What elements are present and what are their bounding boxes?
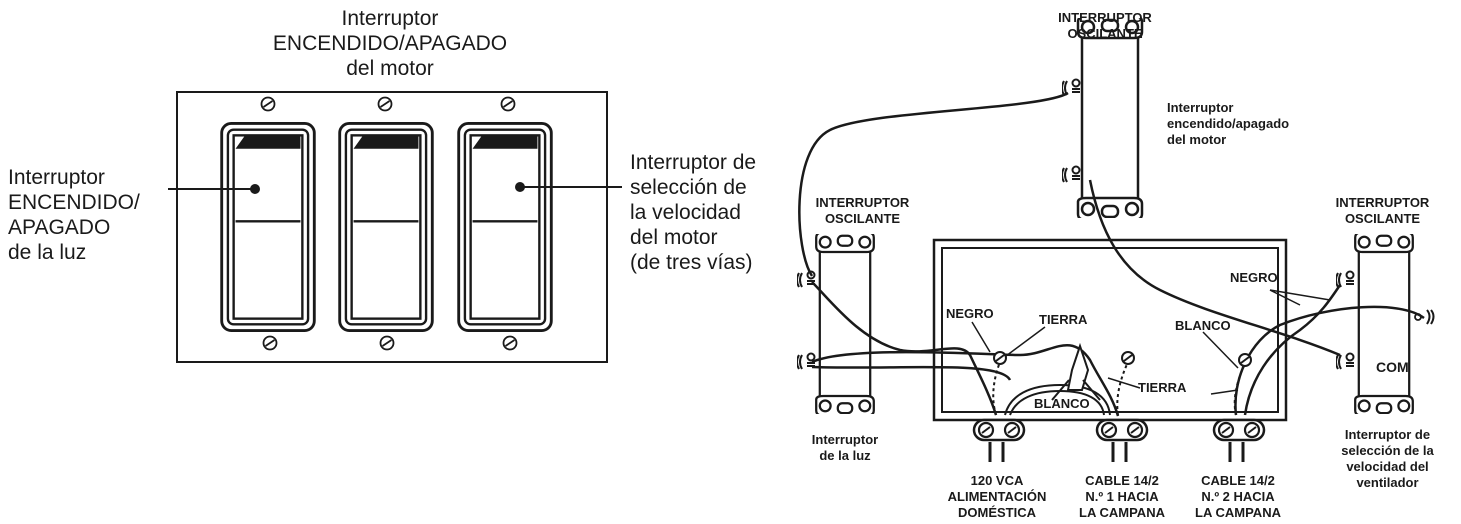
cable-clamps xyxy=(972,418,1266,462)
device-top-motor xyxy=(1062,18,1144,218)
desc-top-switch: Interruptor encendido/apagado del motor xyxy=(1167,100,1327,148)
label-line: Interruptor de xyxy=(630,151,757,174)
label-line: del motor xyxy=(346,57,434,80)
label-line: Interruptor xyxy=(341,7,439,30)
label-blanco-bottom: BLANCO xyxy=(1034,396,1090,411)
label-line: OSCILANTE xyxy=(1067,26,1143,41)
label-speed-switch: Interruptor de selección de la velocidad… xyxy=(630,150,800,275)
label-line: 120 VCA xyxy=(970,473,1024,488)
title-left-switch: INTERRUPTOR OSCILANTE xyxy=(800,195,925,227)
rocker-switch-light[interactable] xyxy=(220,122,316,332)
label-cable-supply: 120 VCA ALIMENTACIÓN DOMÉSTICA xyxy=(932,473,1062,521)
white-wire-bundle xyxy=(1004,342,1111,416)
label-line: INTERRUPTOR xyxy=(815,195,910,210)
label-blanco-top: BLANCO xyxy=(1175,318,1231,333)
label-line: ENCENDIDO/ xyxy=(8,191,140,214)
label-line: OSCILANTE xyxy=(1344,211,1421,226)
label-motor-switch: Interruptor ENCENDIDO/APAGADO del motor xyxy=(255,6,525,81)
label-line: selección de la xyxy=(1341,443,1434,458)
label-line: encendido/apagado xyxy=(1167,116,1290,131)
title-top-switch: INTERRUPTOR OSCILANTE xyxy=(1040,10,1170,42)
label-line: N.º 1 HACIA xyxy=(1085,489,1159,504)
label-line: del motor xyxy=(630,226,718,249)
label-com: COM xyxy=(1376,359,1409,375)
label-cable-1: CABLE 14/2 N.º 1 HACIA LA CAMPANA xyxy=(1062,473,1182,521)
label-line: velocidad del xyxy=(1346,459,1429,474)
label-negro-right: NEGRO xyxy=(1230,270,1278,285)
label-line: INTERRUPTOR xyxy=(1335,195,1430,210)
label-tierra-top: TIERRA xyxy=(1039,312,1088,327)
device-right-speed xyxy=(1336,234,1435,414)
label-line: ENCENDIDO/APAGADO xyxy=(272,32,508,55)
label-line: de la luz xyxy=(819,448,871,463)
label-line: LA CAMPANA xyxy=(1079,505,1165,520)
label-line: Interruptor xyxy=(8,166,105,189)
label-line: CABLE 14/2 xyxy=(1201,473,1275,488)
label-line: Interruptor de xyxy=(1344,427,1431,442)
label-line: DOMÉSTICA xyxy=(958,505,1036,520)
label-leaders xyxy=(971,289,1331,395)
label-line: Interruptor xyxy=(1167,100,1234,115)
label-line: APAGADO xyxy=(8,216,111,239)
label-line: OSCILANTE xyxy=(824,211,901,226)
ground-wires xyxy=(992,361,1246,416)
device-left-light xyxy=(797,234,876,414)
label-cable-2: CABLE 14/2 N.º 2 HACIA LA CAMPANA xyxy=(1178,473,1298,521)
label-line: INTERRUPTOR xyxy=(1058,10,1152,25)
rocker-switch-motor[interactable] xyxy=(338,122,434,332)
label-line: de la luz xyxy=(8,241,87,264)
leader-lines-left xyxy=(168,182,622,194)
label-tierra-right: TIERRA xyxy=(1138,380,1187,395)
label-line: CABLE 14/2 xyxy=(1085,473,1159,488)
label-line: LA CAMPANA xyxy=(1195,505,1281,520)
label-line: ALIMENTACIÓN xyxy=(947,489,1047,504)
label-line: selección de xyxy=(630,176,747,199)
label-light-switch: Interruptor ENCENDIDO/ APAGADO de la luz xyxy=(8,165,168,265)
label-line: (de tres vías) xyxy=(630,251,753,274)
label-line: Interruptor xyxy=(811,432,879,447)
label-line: ventilador xyxy=(1356,475,1419,490)
label-negro-left: NEGRO xyxy=(946,306,994,321)
label-line: la velocidad xyxy=(630,201,741,224)
desc-right-switch: Interruptor de selección de la velocidad… xyxy=(1325,427,1450,491)
ground-screws xyxy=(993,351,1252,367)
desc-left-switch: Interruptor de la luz xyxy=(790,432,900,464)
title-right-switch: INTERRUPTOR OSCILANTE xyxy=(1320,195,1445,227)
label-line: N.º 2 HACIA xyxy=(1201,489,1275,504)
rocker-switch-speed[interactable] xyxy=(457,122,553,332)
label-line: del motor xyxy=(1167,132,1227,147)
